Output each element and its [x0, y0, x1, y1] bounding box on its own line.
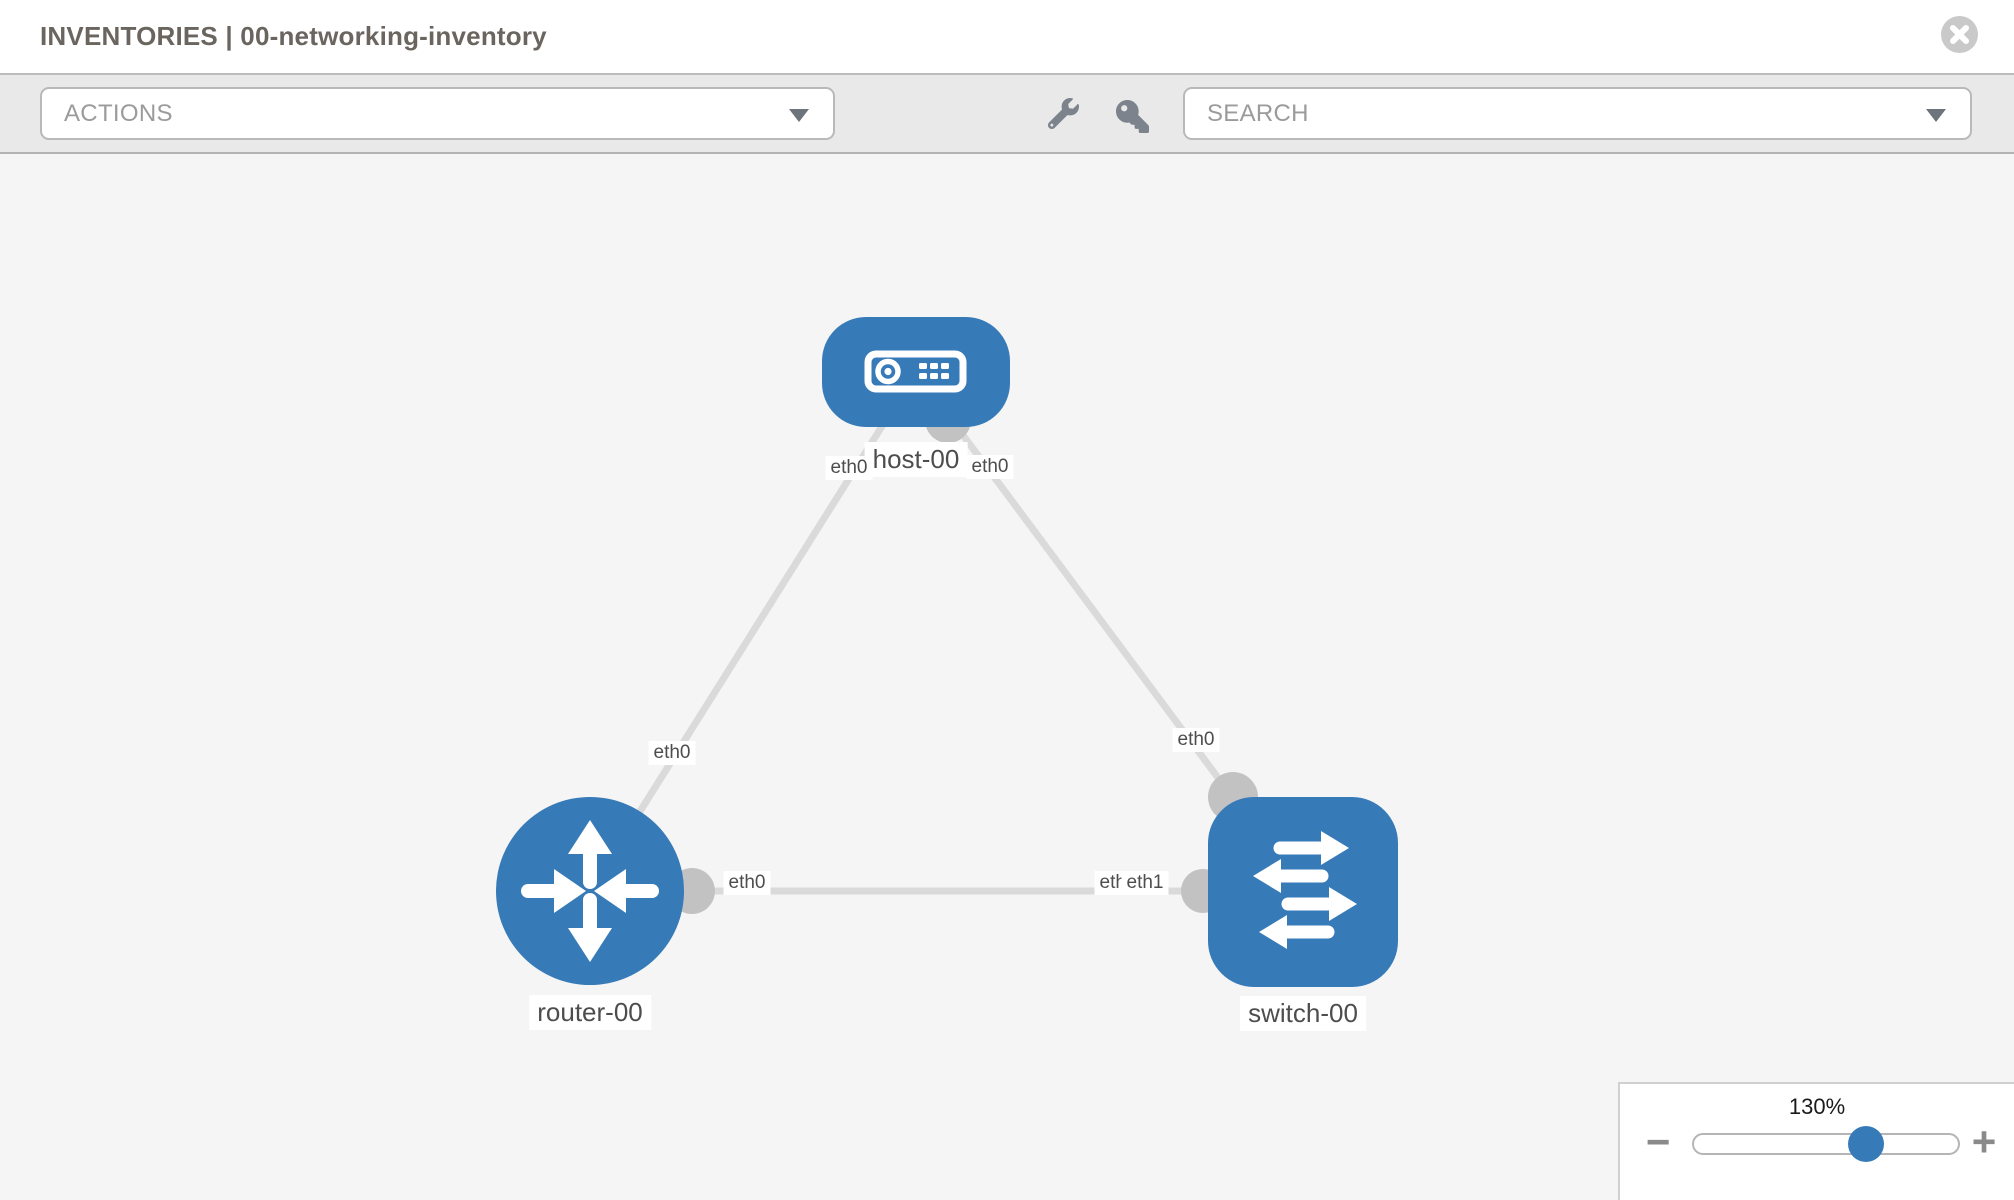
node-switch-00[interactable] [1208, 797, 1398, 987]
node-label-router: router-00 [529, 995, 651, 1030]
node-router-00[interactable] [496, 797, 684, 985]
zoom-slider-handle[interactable] [1848, 1126, 1884, 1162]
topology-canvas[interactable]: host-00 router-00 switch-00 eth0 eth0 et… [0, 154, 2014, 1200]
node-label-switch: switch-00 [1240, 996, 1366, 1031]
router-icon [521, 820, 659, 962]
close-icon [1950, 25, 1969, 44]
zoom-in-button[interactable]: + [1971, 1118, 1997, 1165]
search-placeholder: SEARCH [1207, 99, 1309, 127]
page-title: INVENTORIES | 00-networking-inventory [40, 21, 547, 51]
zoom-slider-track[interactable] [1692, 1133, 1960, 1155]
chevron-down-icon [789, 108, 809, 122]
actions-dropdown-label: ACTIONS [64, 99, 173, 127]
interface-label-switch-front: eth1 [1121, 871, 1169, 895]
host-device-icon [864, 350, 967, 393]
node-host-00[interactable] [822, 317, 1010, 427]
zoom-panel: 130% − + [1618, 1082, 2014, 1200]
wrench-button[interactable] [1047, 98, 1079, 130]
interface-label-router-right: eth0 [723, 871, 771, 895]
close-button[interactable] [1941, 16, 1978, 53]
chevron-down-icon [1926, 108, 1946, 122]
wrench-icon [1047, 98, 1079, 130]
zoom-level-label: 130% [1788, 1094, 1846, 1119]
search-dropdown[interactable]: SEARCH [1183, 87, 1972, 140]
node-label-host: host-00 [864, 442, 968, 477]
key-icon [1116, 100, 1149, 133]
interface-label-host-left: eth0 [825, 456, 873, 480]
interface-label-host-right: eth0 [966, 455, 1014, 479]
switch-icon [1253, 831, 1357, 949]
toolbar: ACTIONS SEARCH [0, 73, 2014, 154]
key-button[interactable] [1116, 100, 1149, 133]
page-header: INVENTORIES | 00-networking-inventory [0, 0, 2014, 73]
interface-label-switch-top: eth0 [1172, 728, 1220, 752]
interface-label-router-top: eth0 [648, 741, 696, 765]
actions-dropdown[interactable]: ACTIONS [40, 87, 835, 140]
zoom-out-button[interactable]: − [1645, 1118, 1671, 1165]
